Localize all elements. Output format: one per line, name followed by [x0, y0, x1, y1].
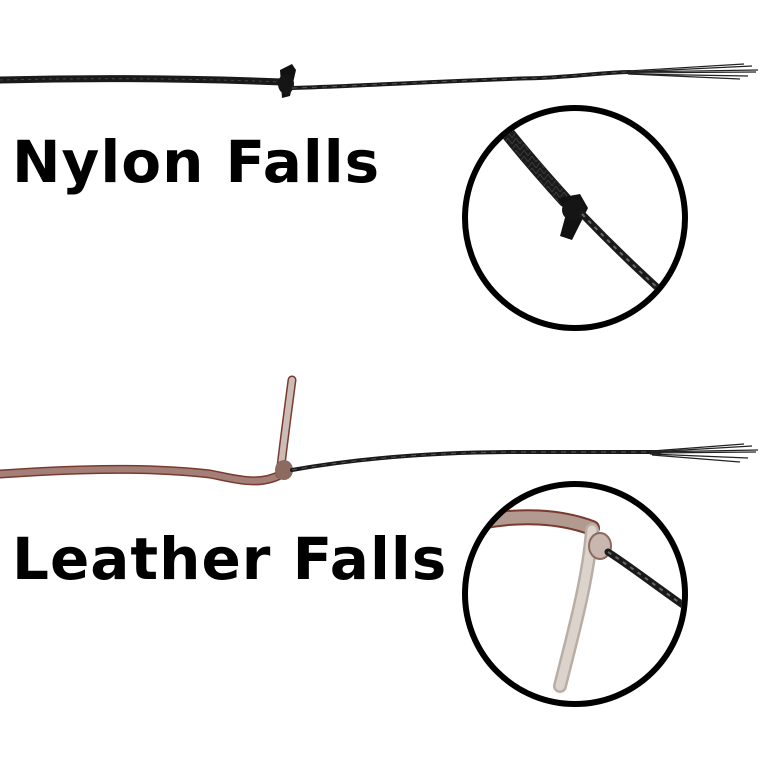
- nylon-knot-zoom-circle: [462, 105, 688, 331]
- leather-falls-heading: Leather Falls: [12, 525, 448, 593]
- leather-fall-cord: [0, 375, 759, 486]
- nylon-falls-heading: Nylon Falls: [12, 128, 381, 196]
- leather-knot-zoom-circle: [462, 481, 688, 707]
- nylon-fall-cord: [0, 63, 759, 98]
